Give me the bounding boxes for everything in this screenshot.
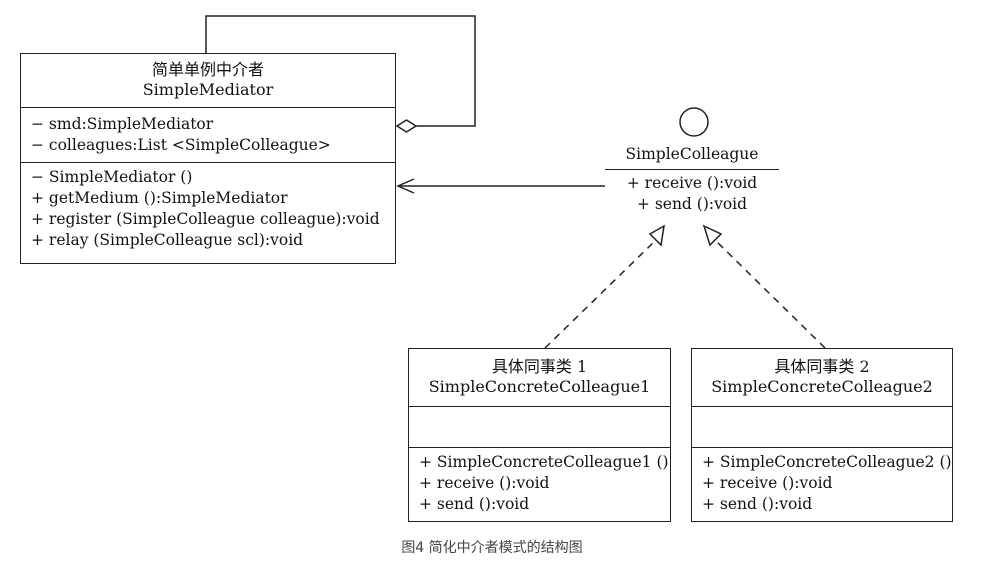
operation-get-medium: + getMedium ():SimpleMediator — [31, 189, 288, 207]
simple-mediator-attributes: − smd:SimpleMediator − colleagues:List <… — [21, 108, 395, 163]
concrete-colleague-1-class: 具体同事类 1 SimpleConcreteColleague1 + Simpl… — [408, 348, 671, 522]
interface-lollipop-icon — [679, 107, 709, 137]
open-arrowhead-icon — [396, 178, 415, 194]
simple-mediator-class: 简单单例中介者 SimpleMediator − smd:SimpleMedia… — [20, 53, 396, 264]
self-association-line — [205, 15, 476, 127]
operation-relay: + relay (SimpleColleague scl):void — [31, 231, 304, 249]
realization-arrowhead-2-icon — [702, 224, 723, 247]
interface-operation-receive: + receive ():void — [626, 174, 758, 192]
cc1-operation-receive: + receive ():void — [419, 474, 550, 492]
simple-mediator-title-en: SimpleMediator — [142, 80, 274, 99]
cc2-operation-constructor: + SimpleConcreteColleague2 () — [702, 453, 952, 471]
interface-operation-send: + send ():void — [636, 195, 748, 213]
cc2-operation-send: + send ():void — [702, 495, 813, 513]
concrete-colleague-2-operations: + SimpleConcreteColleague2 () + receive … — [692, 448, 952, 518]
realization-line-2 — [714, 239, 826, 349]
cc2-operation-receive: + receive ():void — [702, 474, 833, 492]
attribute-smd: − smd:SimpleMediator — [31, 115, 214, 133]
concrete-colleague-2-title-cn: 具体同事类 2 — [774, 357, 870, 376]
aggregation-diamond-icon — [395, 119, 418, 133]
attribute-colleagues: − colleagues:List <SimpleColleague> — [31, 136, 331, 154]
figure-caption: 图4 简化中介者模式的结构图 — [401, 540, 583, 556]
operation-register: + register (SimpleColleague colleague):v… — [31, 210, 380, 228]
concrete-colleague-1-title-en: SimpleConcreteColleague1 — [428, 377, 651, 396]
simple-colleague-interface: SimpleColleague + receive ():void + send… — [605, 108, 779, 215]
simple-colleague-name: SimpleColleague — [605, 108, 779, 170]
simple-mediator-title-cn: 简单单例中介者 — [151, 60, 264, 79]
concrete-colleague-2-title-en: SimpleConcreteColleague2 — [711, 377, 933, 396]
concrete-colleague-2-class: 具体同事类 2 SimpleConcreteColleague2 + Simpl… — [691, 348, 953, 522]
simple-colleague-operations: + receive ():void + send ():void — [605, 170, 779, 215]
simple-mediator-title: 简单单例中介者 SimpleMediator — [21, 54, 395, 108]
concrete-colleague-2-title: 具体同事类 2 SimpleConcreteColleague2 — [692, 349, 952, 407]
realization-line-1 — [544, 239, 657, 349]
cc1-operation-send: + send ():void — [419, 495, 530, 513]
operation-constructor: − SimpleMediator () — [31, 168, 193, 186]
concrete-colleague-1-operations: + SimpleConcreteColleague1 () + receive … — [409, 448, 670, 518]
concrete-colleague-1-title-cn: 具体同事类 1 — [491, 357, 588, 376]
concrete-colleague-2-attributes — [692, 407, 952, 448]
concrete-colleague-1-title: 具体同事类 1 SimpleConcreteColleague1 — [409, 349, 670, 407]
realization-arrowhead-1-icon — [648, 224, 665, 247]
concrete-colleague-1-attributes — [409, 407, 670, 448]
cc1-operation-constructor: + SimpleConcreteColleague1 () — [419, 453, 669, 471]
simple-mediator-operations: − SimpleMediator () + getMedium ():Simpl… — [21, 163, 395, 254]
